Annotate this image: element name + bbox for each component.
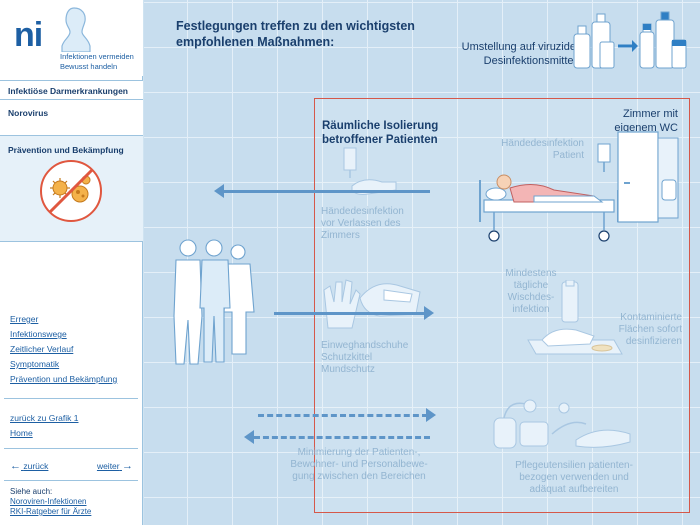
label-line: Händedesinfektion	[321, 206, 404, 217]
label-line: Minimierung der Patienten-,	[297, 447, 421, 458]
room-title: Zimmer mit eigenem WC	[614, 107, 678, 135]
label-line: gung zwischen den Bereichen	[292, 471, 426, 482]
label-line: adäquat aufbereiten	[529, 484, 619, 495]
label-line: Wischdes-	[507, 292, 555, 303]
isolation-title: Räumliche Isolierung betroffener Patient…	[322, 119, 438, 147]
logo-mark: ni	[14, 16, 43, 54]
label-line: Flächen sofort	[618, 324, 682, 335]
see-also: Siehe auch: Noroviren-Infektionen RKI-Ra…	[10, 487, 91, 517]
label-line: Kontaminierte	[620, 312, 682, 323]
label-line: Schutzkittel	[321, 352, 373, 363]
label-line: desinfizieren	[625, 336, 682, 347]
head-silhouette-icon	[61, 7, 91, 52]
label-line: Zimmers	[321, 230, 360, 241]
sidebar-menu: Erreger Infektionswege Zeitlicher Verlau…	[10, 312, 117, 387]
divider	[4, 448, 138, 449]
label-line: Bewohner- und Personalbewe-	[290, 459, 428, 470]
disinfectant-label: Umstellung auf viruzide Desinfektionsmit…	[462, 40, 576, 68]
arrow-right-icon	[424, 306, 434, 320]
label-line: Händedesinfektion	[501, 138, 584, 149]
page-title-line: Festlegungen treffen zu den wichtigsten	[176, 19, 415, 33]
label-line: Mindestens	[505, 268, 557, 279]
see-also-link-rki[interactable]: RKI-Ratgeber für Ärzte	[10, 507, 92, 516]
pager: ← zurück weiter →	[0, 456, 143, 478]
contaminated-surfaces-label: Kontaminierte Flächen sofort desinfizier…	[619, 312, 682, 348]
arrow-enter-room	[274, 312, 424, 315]
sidebar-category: Infektiöse Darmerkrankungen	[0, 80, 143, 100]
arrow-left-icon	[244, 430, 254, 444]
sidebar-subcategory: Norovirus	[0, 100, 143, 136]
back-to-graphic-link[interactable]: zurück zu Grafik 1	[10, 413, 79, 423]
menu-item-erreger[interactable]: Erreger	[10, 314, 39, 324]
surface-wiping-icon	[527, 280, 623, 355]
room-title-line: Zimmer mit	[623, 108, 678, 120]
menu-item-zeitlicher-verlauf[interactable]: Zeitlicher Verlauf	[10, 344, 74, 354]
divider	[4, 398, 138, 399]
logo-tagline-2: Bewusst handeln	[60, 62, 118, 71]
label-line: Patient	[552, 150, 584, 161]
isolation-title-line: betroffener Patienten	[322, 134, 438, 146]
next-button[interactable]: weiter →	[97, 460, 133, 472]
care-utensils-label: Pflegeutensilien patienten- bezogen verw…	[499, 460, 649, 496]
disinfectant-label-line: Umstellung auf viruzide	[461, 41, 576, 53]
page-title: Festlegungen treffen zu den wichtigsten …	[176, 18, 416, 50]
disinfectant-label-line: Desinfektionsmittel	[483, 55, 576, 67]
divider	[4, 480, 138, 481]
main-illustration: Festlegungen treffen zu den wichtigsten …	[144, 0, 700, 525]
label-line: Pflegeutensilien patienten-	[515, 460, 633, 471]
menu-item-infektionswege[interactable]: Infektionswege	[10, 329, 67, 339]
menu-item-symptomatik[interactable]: Symptomatik	[10, 359, 60, 369]
hand-disinfection-patient-label: Händedesinfektion Patient	[501, 138, 584, 162]
disinfectant-bottles-icon	[573, 11, 687, 69]
movement-minimization-label: Minimierung der Patienten-, Bewohner- un…	[264, 447, 454, 483]
see-also-label: Siehe auch:	[10, 487, 53, 496]
staff-group-icon	[173, 239, 255, 365]
arrow-leave-room	[222, 190, 430, 193]
prev-button[interactable]: ← zurück	[10, 460, 48, 472]
wipe-disinfection-label: Mindestens tägliche Wischdes- infektion	[486, 268, 576, 316]
label-line: bezogen verwenden und	[519, 472, 629, 483]
label-line: Mundschutz	[321, 364, 375, 375]
arrow-right-icon: →	[122, 460, 133, 472]
menu-item-praevention[interactable]: Prävention und Bekämpfung	[10, 374, 118, 384]
no-virus-icon	[40, 160, 102, 222]
logo-tagline-1: Infektionen vermeiden	[60, 52, 134, 61]
arrow-left-icon: ←	[10, 460, 21, 472]
label-line: Einweghandschuhe	[321, 340, 409, 351]
gloves-gown-mask-label: Einweghandschuhe Schutzkittel Mundschutz	[321, 340, 408, 376]
see-also-link-noroviren[interactable]: Noroviren-Infektionen	[10, 497, 87, 506]
dashed-arrow-left	[254, 436, 430, 439]
next-label: weiter	[96, 461, 120, 471]
isolation-title-line: Räumliche Isolierung	[322, 120, 439, 132]
sidebar-back-links: zurück zu Grafik 1 Home	[10, 411, 79, 441]
arrow-right-icon	[426, 408, 436, 422]
arrow-left-icon	[214, 184, 224, 198]
bathroom-door-icon	[617, 131, 679, 223]
dispenser-icon	[597, 143, 611, 172]
sidebar: ni Infektionen vermeiden Bewusst handeln…	[0, 0, 143, 525]
dashed-arrow-right	[258, 414, 428, 417]
logo[interactable]: ni Infektionen vermeiden Bewusst handeln	[0, 0, 143, 76]
home-link[interactable]: Home	[10, 428, 33, 438]
label-line: tägliche	[513, 280, 549, 291]
hand-disinfection-leave-label: Händedesinfektion vor Verlassen des Zimm…	[321, 206, 404, 242]
patient-bed-icon	[479, 174, 619, 242]
page-title-line: empfohlenen Maßnahmen:	[176, 35, 335, 49]
care-utensils-icon	[493, 399, 631, 449]
gloves-gown-mask-icon	[323, 279, 421, 329]
label-line: vor Verlassen des	[321, 218, 401, 229]
room-title-line: eigenem WC	[614, 122, 678, 134]
prev-label: zurück	[23, 461, 49, 471]
label-line: infektion	[512, 304, 550, 315]
